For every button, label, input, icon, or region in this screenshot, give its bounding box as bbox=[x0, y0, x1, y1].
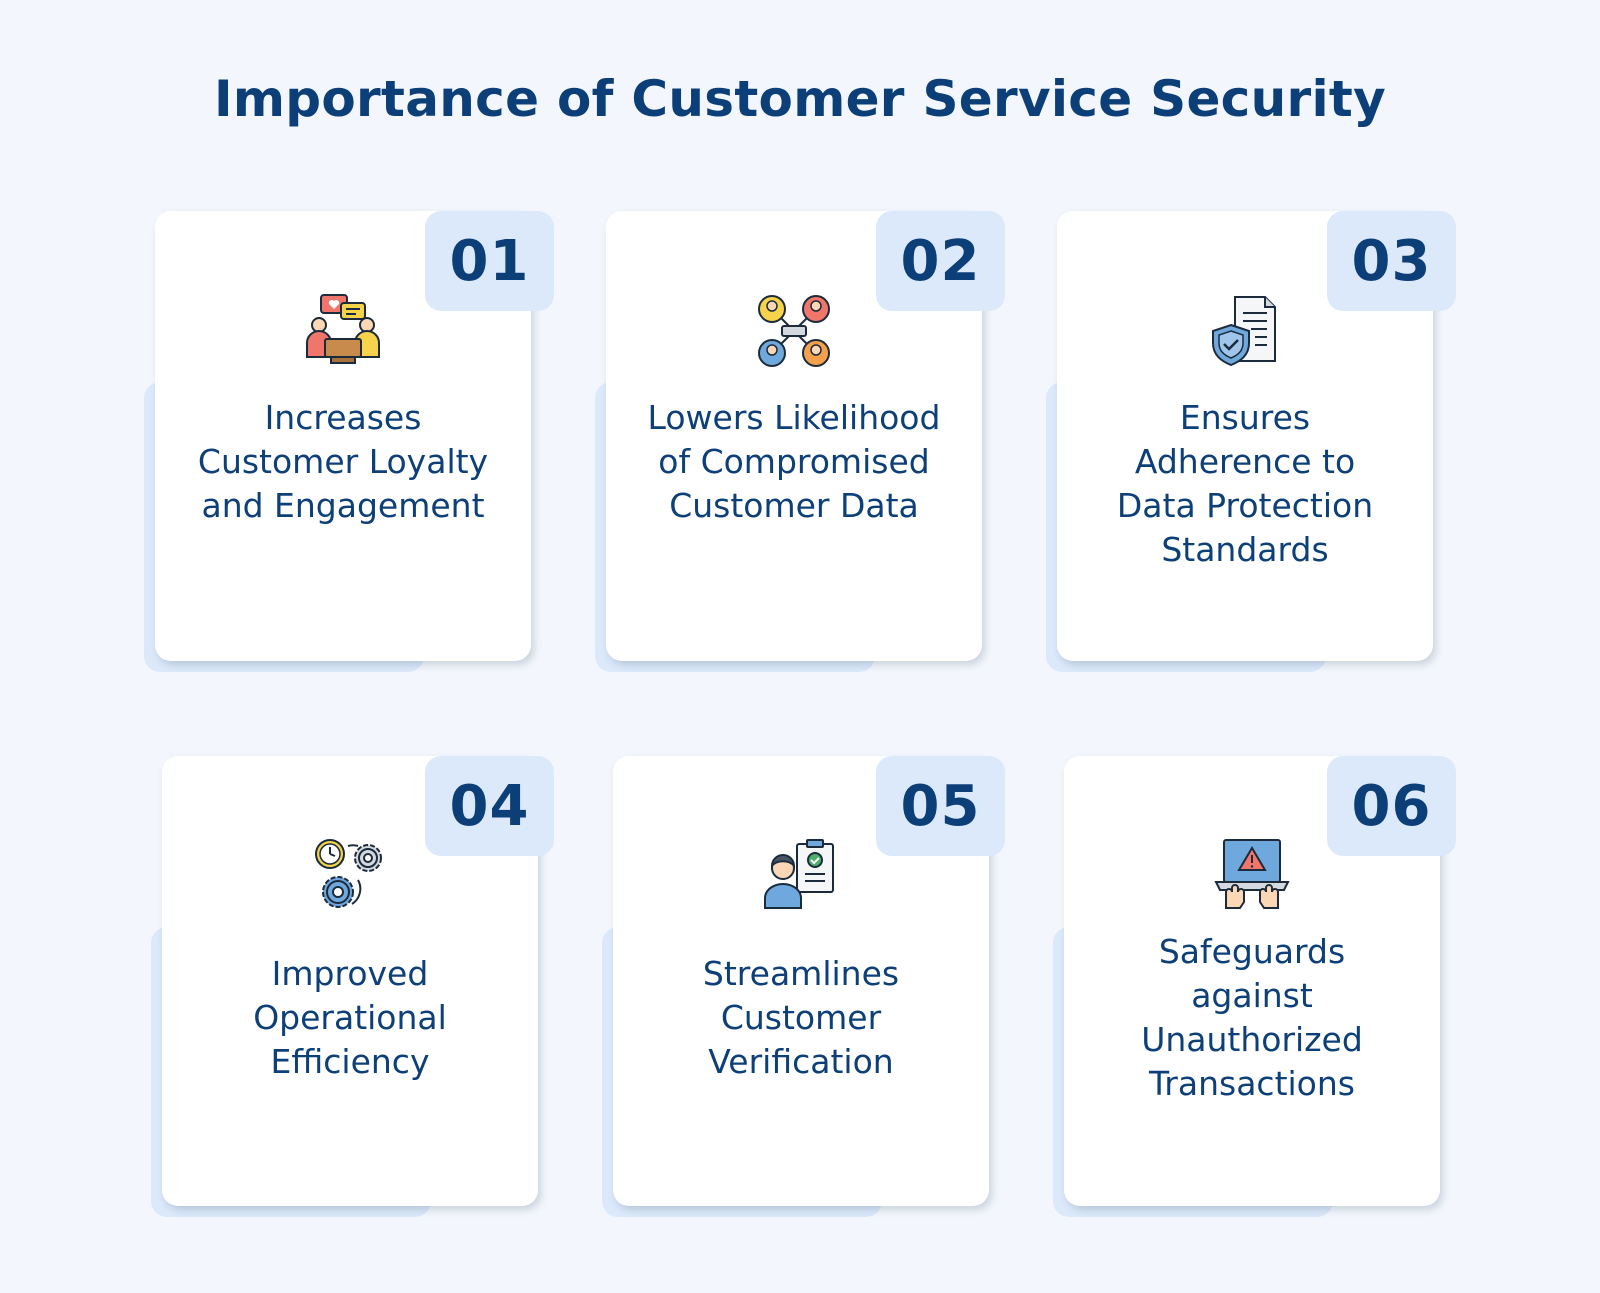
connected-users-network-icon bbox=[754, 291, 834, 371]
card-01: 01 Increases Customer Loyalty and Engage… bbox=[144, 211, 554, 672]
card-number-badge: 01 bbox=[425, 211, 554, 311]
card-label: Lowers Likelihood of Compromised Custome… bbox=[647, 398, 941, 525]
card-03: 03 Ensures Adherence to Data Protection … bbox=[1046, 211, 1456, 672]
page-title: Importance of Customer Service Security bbox=[213, 70, 1386, 128]
card-05: 05 Streamlines Customer Verification bbox=[602, 756, 1005, 1217]
card-number-badge: 06 bbox=[1327, 756, 1456, 856]
card-02: 02 Lowers Likelihood of Compromised Cust… bbox=[595, 211, 1005, 672]
card-number-badge: 04 bbox=[425, 756, 554, 856]
card-label: Streamlines Customer Verification bbox=[702, 954, 900, 1081]
user-verification-checklist-icon bbox=[761, 836, 841, 916]
card-label: Ensures Adherence to Data Protection Sta… bbox=[1116, 398, 1374, 569]
laptop-warning-icon bbox=[1212, 836, 1292, 916]
card-label: Increases Customer Loyalty and Engagemen… bbox=[197, 398, 489, 525]
card-06: 06 Safeguards against Unauthorized Trans… bbox=[1053, 756, 1456, 1217]
card-04: 04 Improved Operational Efficiency bbox=[151, 756, 554, 1217]
shield-document-icon bbox=[1205, 291, 1285, 371]
customer-conversation-icon bbox=[303, 291, 383, 371]
card-label: Improved Operational Efficiency bbox=[253, 954, 447, 1081]
clock-gears-icon bbox=[310, 836, 390, 916]
card-number-badge: 05 bbox=[876, 756, 1005, 856]
card-number-badge: 02 bbox=[876, 211, 1005, 311]
card-number-badge: 03 bbox=[1327, 211, 1456, 311]
card-label: Safeguards against Unauthorized Transact… bbox=[1141, 932, 1363, 1103]
